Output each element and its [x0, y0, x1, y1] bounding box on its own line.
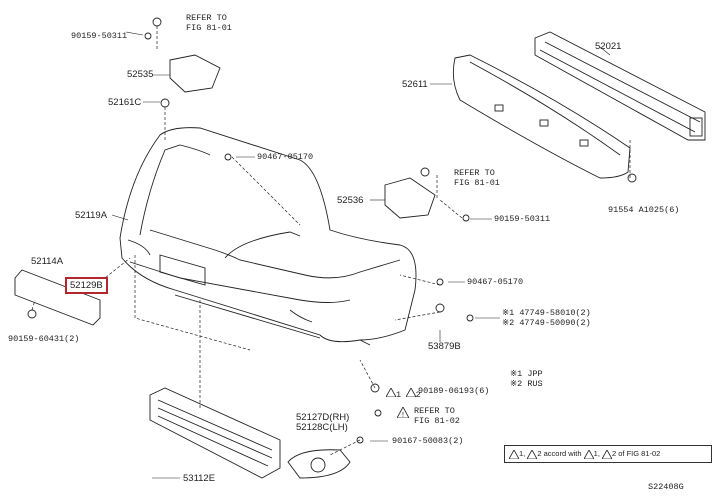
legend-c: 1 — [593, 449, 598, 458]
warning-triangle-icon — [583, 449, 594, 459]
diagram-code: S22408G — [648, 482, 684, 492]
part-90159-50311-top[interactable]: 90159-50311 — [71, 31, 128, 41]
part-52128c[interactable]: 52128C(LH) — [296, 422, 348, 433]
bumper-reinforcement — [534, 31, 706, 141]
part-90467-05170-top[interactable]: 90467-05170 — [257, 152, 314, 162]
refer-label-top-1: REFER TO — [186, 13, 227, 23]
part-91554[interactable]: 91554 A1025(6) — [608, 205, 680, 215]
energy-absorber — [452, 54, 631, 179]
svg-text:!: ! — [402, 412, 404, 418]
bracket-52535 — [169, 54, 221, 93]
part-52021[interactable]: 52021 — [595, 41, 622, 52]
bracket-52536 — [384, 177, 436, 219]
part-52611[interactable]: 52611 — [402, 79, 428, 90]
legend-b: 2 — [537, 449, 542, 458]
part-53112e[interactable]: 53112E — [183, 473, 216, 484]
part-90159-60431[interactable]: 90159-60431(2) — [8, 334, 80, 344]
warning-triangle-icon — [405, 388, 416, 398]
refer-label-low-2: FIG 81-02 — [414, 416, 460, 426]
legend-a: 1 — [519, 449, 524, 458]
note-rus: ※2 RUS — [510, 379, 543, 389]
refer-label-top-2: FIG 81-01 — [186, 23, 232, 33]
warning-triangle-icon: ! — [396, 405, 410, 423]
part-90159-50311-mid[interactable]: 90159-50311 — [494, 214, 551, 224]
legend-tail: of FIG 81-02 — [618, 449, 661, 458]
note-jpp: ※1 JPP — [510, 369, 543, 379]
part-52114a[interactable]: 52114A — [31, 256, 64, 267]
legend-box: 1, 2 accord with 1, 2 of FIG 81-02 — [504, 445, 712, 463]
refer-label-mid-1: REFER TO — [454, 168, 495, 178]
bumper-cover — [119, 127, 417, 343]
part-52127d[interactable]: 52127D(RH) — [296, 412, 350, 423]
warning-triangle-icon — [386, 388, 396, 398]
part-52536[interactable]: 52536 — [337, 195, 364, 206]
note-triangles-90189: 1 2 — [386, 384, 421, 402]
part-90189-06193[interactable]: 90189-06193(6) — [418, 386, 490, 396]
grille-53112e — [149, 387, 281, 479]
legend-d: 2 — [611, 449, 617, 458]
part-47749-58010[interactable]: ※1 47749-58010(2) — [502, 308, 591, 318]
part-90167-50083[interactable]: 90167-50083(2) — [392, 436, 464, 446]
part-52161c[interactable]: 52161C — [108, 97, 142, 108]
part-90467-05170-mid[interactable]: 90467-05170 — [467, 277, 524, 287]
part-47749-50090[interactable]: ※2 47749-50090(2) — [502, 318, 591, 328]
plate-52114a — [14, 269, 101, 326]
refer-label-low-1: REFER TO — [414, 406, 455, 416]
part-52119a[interactable]: 52119A — [75, 210, 108, 221]
legend-text: accord with — [543, 449, 582, 458]
warning-triangle-icon — [509, 449, 519, 459]
warning-triangle-icon — [601, 449, 612, 459]
warning-triangle-icon — [527, 449, 538, 459]
fog-cover — [287, 449, 351, 479]
refer-label-mid-2: FIG 81-01 — [454, 178, 500, 188]
part-53879b[interactable]: 53879B — [428, 341, 461, 352]
part-52535[interactable]: 52535 — [127, 69, 154, 80]
part-52129b-highlighted[interactable]: 52129B — [65, 277, 108, 294]
